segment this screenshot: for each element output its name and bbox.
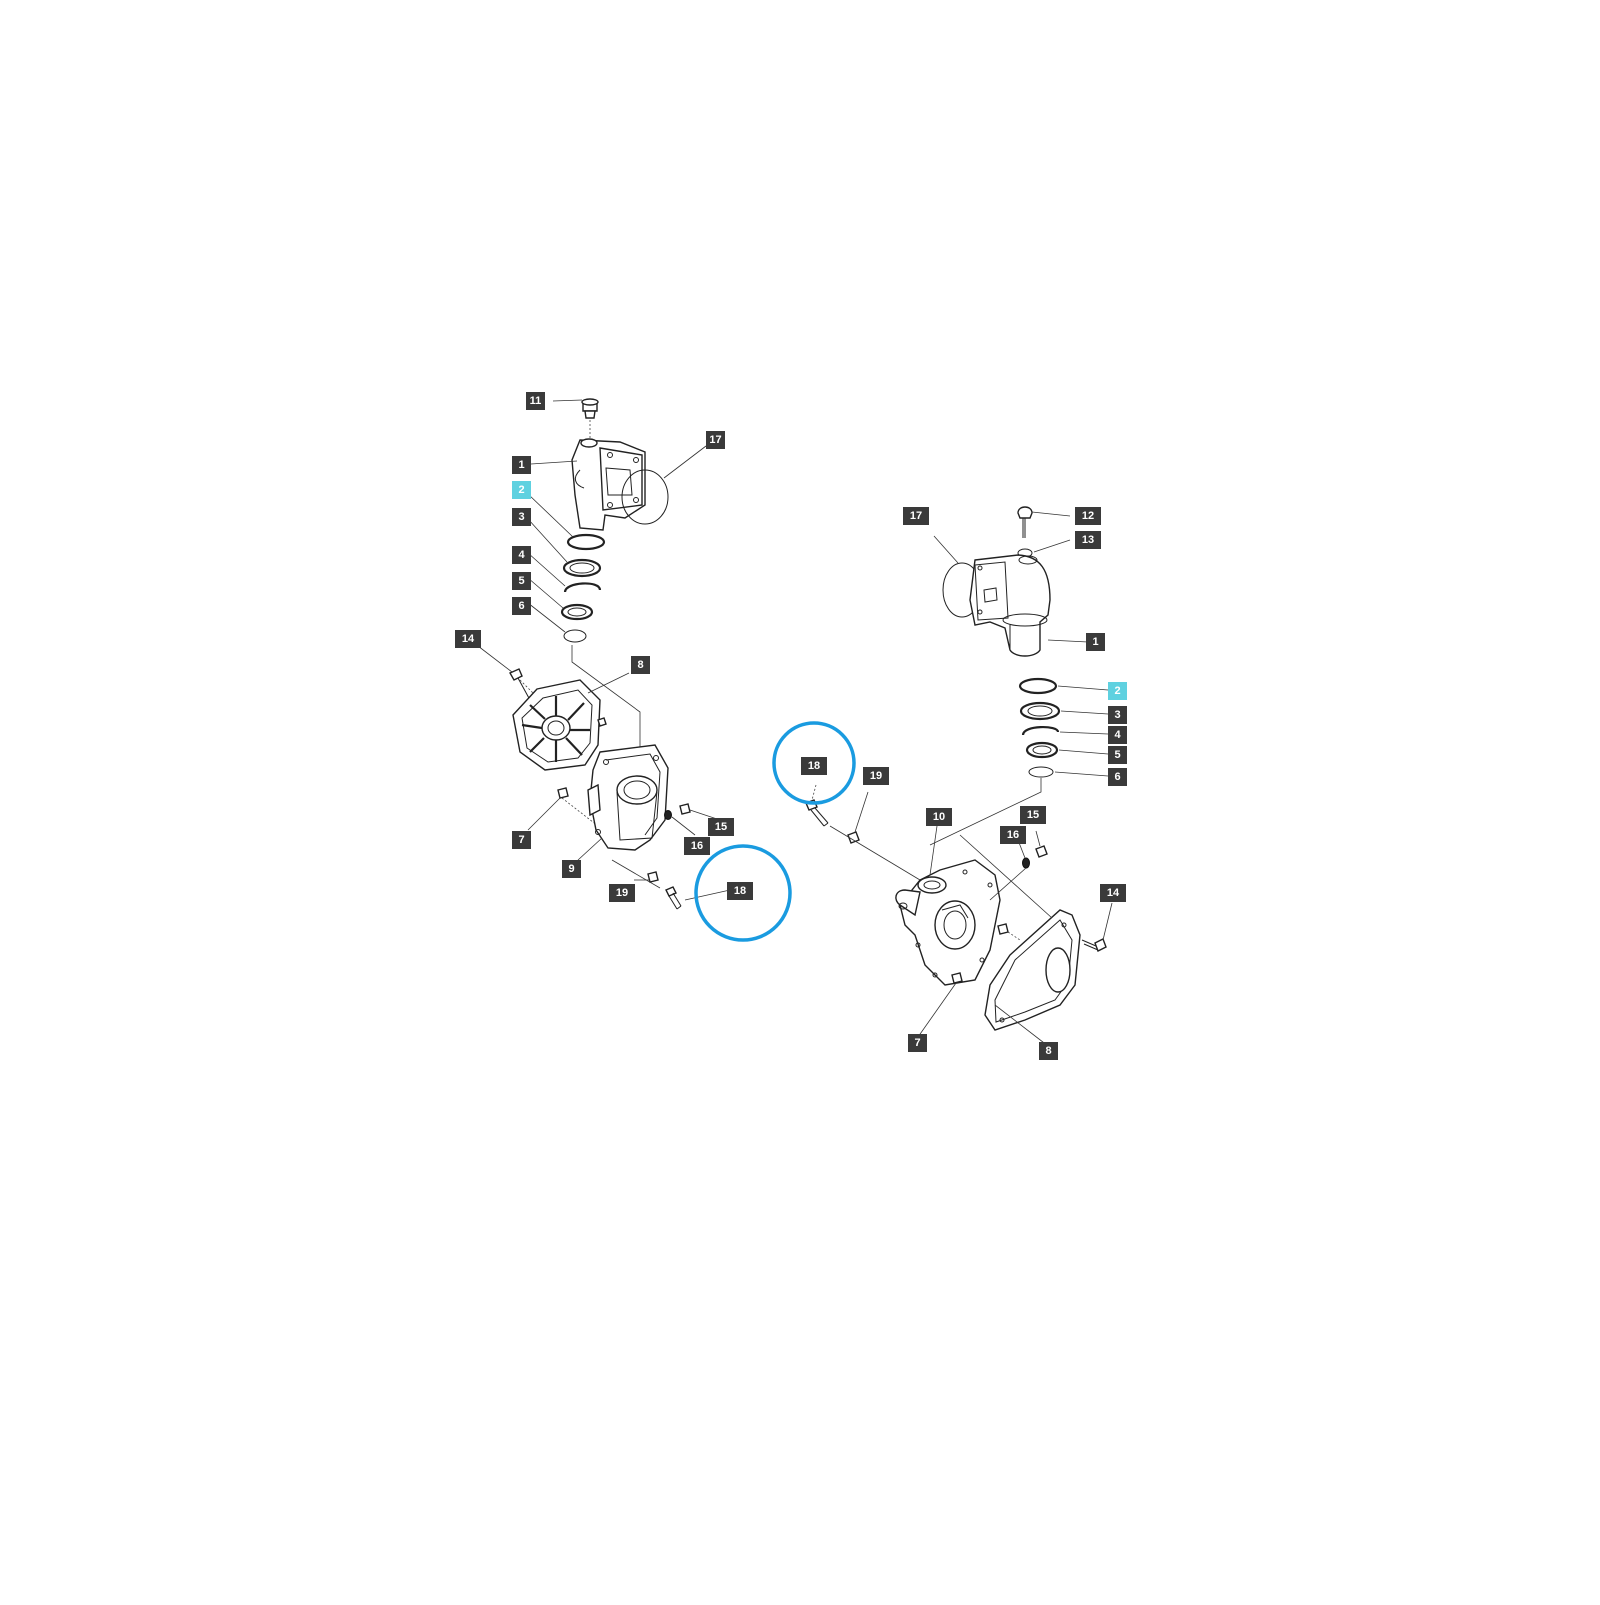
left-part-17-oring: [621, 469, 669, 525]
left-part-19-nut: [647, 871, 659, 883]
right-callout-12: 12: [1075, 507, 1101, 525]
left-callout-6: 6: [512, 597, 531, 615]
right-callout-7: 7: [908, 1034, 927, 1052]
left-part-18-bolt: [665, 886, 682, 910]
right-callout-8: 8: [1039, 1042, 1058, 1060]
left-part-6-ring: [563, 629, 587, 643]
left-part-9-housing: [587, 744, 669, 851]
left-part-15-plug: [679, 803, 691, 815]
left-callout-5: 5: [512, 572, 531, 590]
left-callout-14: 14: [455, 630, 481, 648]
right-part-7-pin: [951, 972, 963, 984]
right-callout-10: 10: [926, 808, 952, 826]
left-part-14-bolt: [509, 668, 531, 701]
left-part-11-plug: [581, 398, 599, 419]
left-callout-2: 2: [512, 481, 531, 499]
left-callout-7: 7: [512, 831, 531, 849]
highlight-circle-right-18: [772, 721, 856, 805]
left-part-16-washer: [664, 810, 672, 820]
right-callout-13: 13: [1075, 531, 1101, 549]
left-part-7-pin: [557, 787, 569, 799]
right-part-4-circlip: [1021, 726, 1060, 736]
left-callout-9: 9: [562, 860, 581, 878]
right-part-12-dipstick: [1017, 506, 1033, 538]
left-callout-16: 16: [684, 837, 710, 855]
right-callout-17: 17: [903, 507, 929, 525]
right-part-16-washer: [1022, 857, 1030, 869]
right-callout-5: 5: [1108, 746, 1127, 764]
left-callout-3: 3: [512, 508, 531, 526]
right-callout-16: 16: [1000, 826, 1026, 844]
left-assembly-drawing: [477, 398, 731, 910]
right-callout-6: 6: [1108, 768, 1127, 786]
right-callout-3: 3: [1108, 706, 1127, 724]
right-part-14-bolt: [1081, 938, 1107, 952]
right-part-5-bearing: [1025, 741, 1059, 759]
right-callout-2: 2: [1108, 682, 1127, 700]
right-callout-14: 14: [1100, 884, 1126, 902]
highlight-circle-left-18: [694, 844, 792, 942]
right-callout-1: 1: [1086, 633, 1105, 651]
left-callout-1: 1: [512, 456, 531, 474]
left-part-1-housing: [571, 438, 646, 531]
left-callout-19: 19: [609, 884, 635, 902]
right-part-3-bearing: [1019, 701, 1061, 721]
left-callout-11: 11: [526, 392, 545, 410]
right-part-19-nut: [847, 831, 860, 844]
left-part-3-bearing: [562, 558, 602, 578]
right-callout-15: 15: [1020, 806, 1046, 824]
right-part-8-cover: [984, 909, 1081, 1031]
left-callout-8: 8: [631, 656, 650, 674]
left-callout-15: 15: [708, 818, 734, 836]
right-part-10-housing: [895, 859, 1001, 986]
right-part-15-plug: [1035, 845, 1048, 858]
left-part-4-circlip: [563, 582, 602, 593]
left-callout-17: 17: [706, 431, 725, 449]
right-part-1-housing: [969, 554, 1051, 657]
left-part-8-cover: [512, 679, 601, 771]
right-part-2-seal: [1018, 677, 1058, 695]
right-callout-4: 4: [1108, 726, 1127, 744]
right-callout-18: 18: [801, 757, 827, 775]
left-part-2-seal: [566, 533, 606, 551]
left-part-5-bearing: [560, 603, 594, 621]
left-callout-18: 18: [727, 882, 753, 900]
right-part-6-ring: [1028, 766, 1054, 778]
left-callout-4: 4: [512, 546, 531, 564]
right-callout-19: 19: [863, 767, 889, 785]
